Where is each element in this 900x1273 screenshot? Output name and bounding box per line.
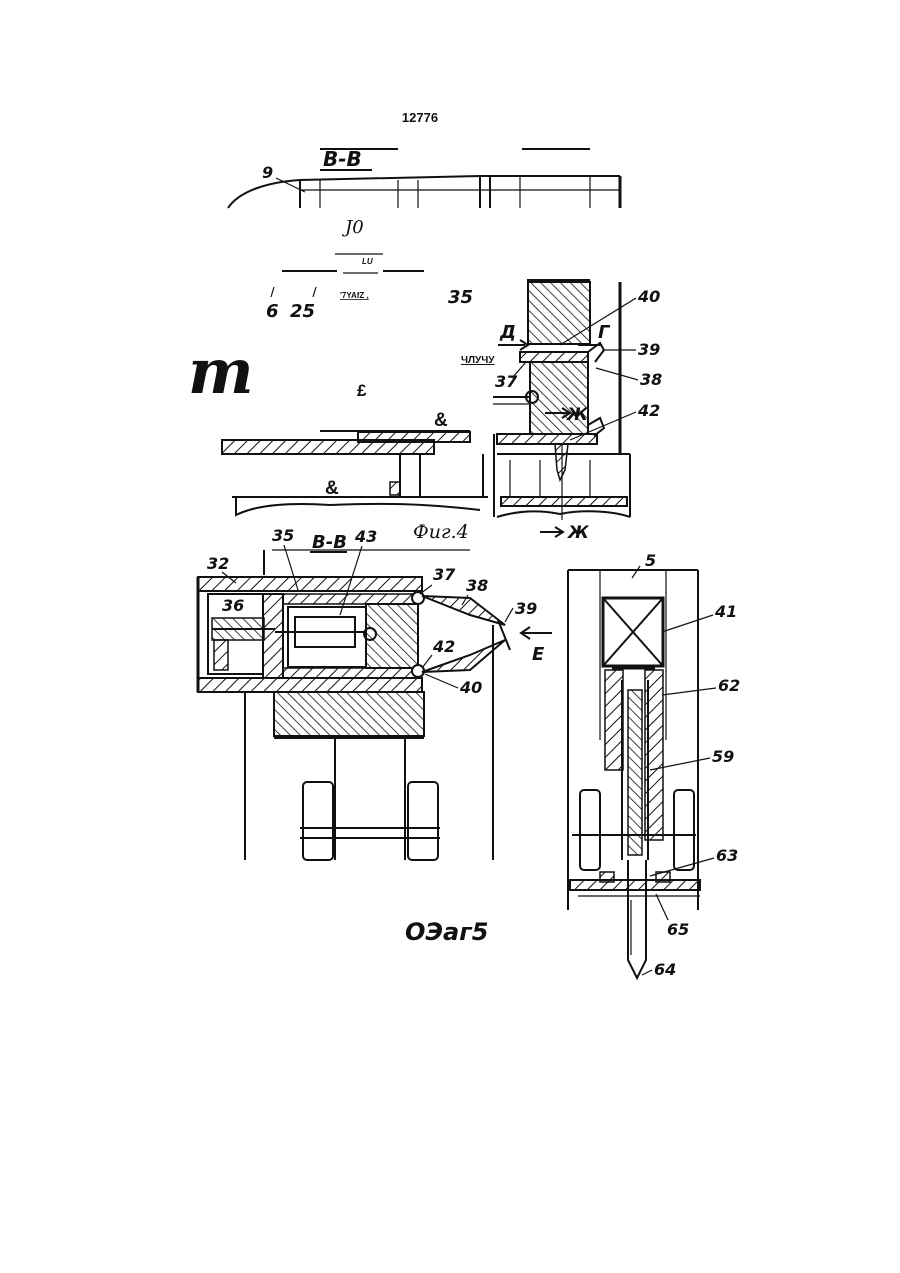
label-43: 43 xyxy=(354,527,377,546)
label-9: 9 xyxy=(262,163,273,182)
label-G: Г xyxy=(598,322,611,343)
label-62: 62 xyxy=(718,676,740,695)
label-j0: J0 xyxy=(341,217,364,238)
label-36: 36 xyxy=(222,596,244,615)
label-38-fig4: 38 xyxy=(640,370,662,389)
label-42-fig5: 42 xyxy=(432,637,455,656)
label-40-fig4: 40 xyxy=(637,287,660,306)
label-35-top: 35 xyxy=(448,287,473,308)
label-6: 6 xyxy=(266,301,279,322)
fig5-caption: ОЭаг5 xyxy=(405,918,488,946)
fig5-right-tool: 5 41 62 59 63 65 64 xyxy=(568,551,740,979)
plate-39 xyxy=(520,352,588,362)
label-40-fig5: 40 xyxy=(459,678,482,697)
label-Zh-2: Ж xyxy=(567,523,590,543)
label-chluchu: ЧЛУЧУ xyxy=(461,355,495,366)
label-35-fig5: 35 xyxy=(272,526,294,545)
label-39-fig4: 39 xyxy=(638,340,660,359)
label-38-fig5: 38 xyxy=(466,576,488,595)
label-59: 59 xyxy=(712,747,734,766)
block-upper xyxy=(528,282,590,344)
label-pound: £ xyxy=(357,381,367,400)
label-E: Е xyxy=(532,644,545,665)
label-D: Д xyxy=(499,322,516,343)
label-7yafz: '7YAfZ , xyxy=(340,291,369,300)
label-64: 64 xyxy=(654,960,676,979)
label-5: 5 xyxy=(645,551,656,570)
label-41: 41 xyxy=(714,602,737,621)
label-32: 32 xyxy=(207,554,229,573)
label-lu: LU xyxy=(362,257,373,266)
label-Zh-1: Ж xyxy=(566,405,589,425)
label-amp-1: & xyxy=(434,410,448,431)
label-amp-2: & xyxy=(325,478,339,499)
label-39-fig5: 39 xyxy=(515,599,537,618)
fig4-right-detail: 40 Д Г ЧЛУЧУ 39 37 38 Ж 42 Ж Фиг.4 xyxy=(413,280,662,543)
label-m: m xyxy=(188,335,254,408)
label-63: 63 xyxy=(716,846,738,865)
fig5-left-section: 35 В-В 43 32 36 37 38 39 Е 42 40 xyxy=(198,526,552,860)
section-label-top: В-В xyxy=(323,147,362,171)
section-label-fig5: В-В xyxy=(312,532,347,553)
label-37-fig5: 37 xyxy=(433,565,456,584)
label-42-fig4: 42 xyxy=(637,401,660,420)
hatched-plate-upper xyxy=(358,432,470,442)
fig4-caption: Фиг.4 xyxy=(413,521,469,543)
label-65: 65 xyxy=(667,920,689,939)
housing-bottom xyxy=(198,678,422,692)
label-25: 25 xyxy=(290,301,315,322)
page-number: 12776 xyxy=(402,110,438,125)
